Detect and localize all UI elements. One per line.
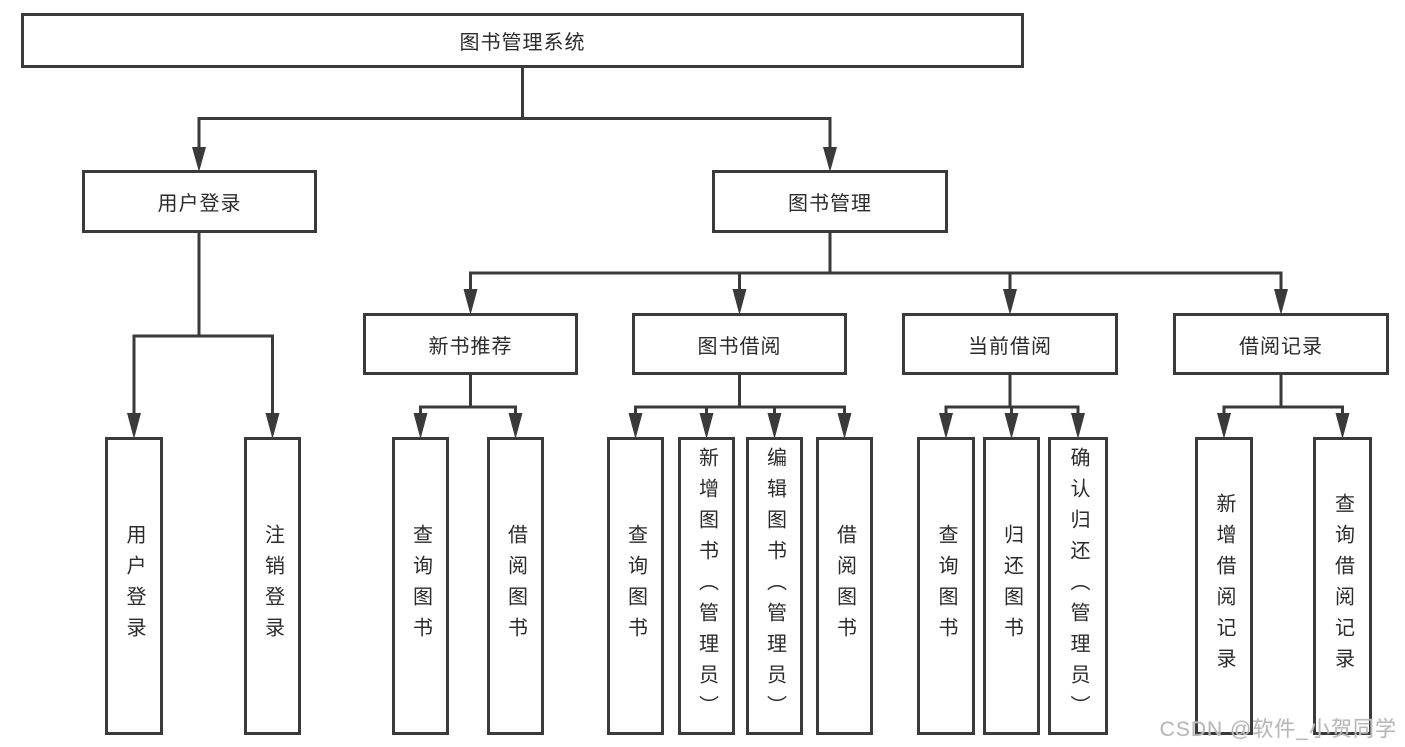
leaf-return-book: 归还图书 <box>983 437 1040 735</box>
leaf-edit-book-admin: 编辑图书（管理员） <box>746 437 803 735</box>
leaf-label: 查询图书 <box>935 524 957 648</box>
leaf-query-books-recommend: 查询图书 <box>392 437 449 735</box>
node-label: 用户登录 <box>157 193 242 215</box>
node-label: 当前借阅 <box>968 335 1052 358</box>
node-book-management-system: 图书管理系统 <box>21 13 1024 68</box>
leaf-add-book-admin: 新增图书（管理员） <box>678 437 735 735</box>
csdn-watermark: CSDN @软件_小贺同学 <box>1159 718 1397 741</box>
node-label: 图书管理 <box>788 193 872 215</box>
leaf-label: 注销登录 <box>261 524 284 648</box>
leaf-label: 新增借阅记录 <box>1213 493 1235 679</box>
leaf-query-books-borrowing: 查询图书 <box>607 437 664 735</box>
leaf-query-books-current: 查询图书 <box>917 437 975 735</box>
node-new-book-recommend: 新书推荐 <box>363 313 578 375</box>
leaf-label: 查询图书 <box>624 524 647 648</box>
node-user-login: 用户登录 <box>82 170 317 233</box>
node-current-borrowing: 当前借阅 <box>902 313 1118 375</box>
leaf-label: 查询图书 <box>409 524 432 648</box>
node-label: 图书管理系统 <box>459 32 586 54</box>
leaf-confirm-return-admin: 确认归还（管理员） <box>1048 437 1108 735</box>
leaf-user-login: 用户登录 <box>105 437 163 735</box>
leaf-label: 新增图书（管理员） <box>695 446 718 726</box>
leaf-label: 归还图书 <box>1000 524 1023 648</box>
node-book-borrowing: 图书借阅 <box>632 313 847 375</box>
node-label: 图书借阅 <box>697 335 782 358</box>
leaf-query-borrow-record: 查询借阅记录 <box>1313 437 1372 735</box>
node-label: 新书推荐 <box>428 335 513 358</box>
leaf-borrow-books-borrowing: 借阅图书 <box>816 437 873 735</box>
node-label: 借阅记录 <box>1239 335 1323 358</box>
leaf-logout: 注销登录 <box>244 437 301 735</box>
leaf-label: 查询借阅记录 <box>1331 493 1354 679</box>
leaf-label: 借阅图书 <box>833 524 856 648</box>
leaf-borrow-books-recommend: 借阅图书 <box>487 437 544 735</box>
node-borrowing-records: 借阅记录 <box>1173 313 1389 375</box>
leaf-label: 借阅图书 <box>504 524 527 648</box>
node-book-management: 图书管理 <box>712 170 948 233</box>
leaf-add-borrow-record: 新增借阅记录 <box>1195 437 1253 735</box>
leaf-label: 编辑图书（管理员） <box>763 446 786 726</box>
leaf-label: 确认归还（管理员） <box>1067 446 1089 726</box>
leaf-label: 用户登录 <box>123 524 145 648</box>
